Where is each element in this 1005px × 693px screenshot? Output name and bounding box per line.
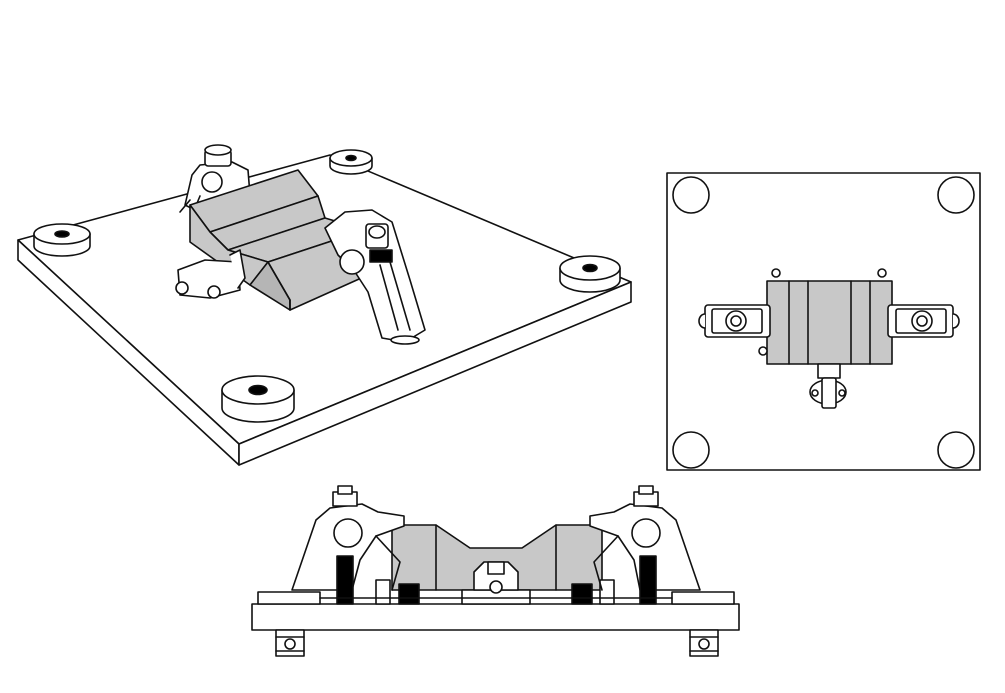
front-clamp-right: [589, 485, 701, 605]
top-corner-pad-tl: [672, 176, 710, 214]
front-base-plate: [251, 603, 740, 631]
front-pad-right: [671, 591, 735, 605]
front-support-left: [398, 583, 420, 605]
front-clamp-left: [291, 485, 405, 605]
front-view: [251, 485, 740, 657]
iso-rest-pad-right: [559, 255, 621, 293]
front-foot-right: [689, 629, 719, 657]
top-pin-1: [771, 268, 781, 278]
iso-rest-pad-back: [329, 149, 373, 175]
iso-base-plate: [17, 154, 632, 466]
iso-locator-left: [175, 249, 246, 299]
front-foot-left: [275, 629, 305, 657]
top-pin-3: [758, 346, 768, 356]
top-corner-pad-bl: [672, 431, 710, 469]
iso-rest-pad-front: [221, 375, 295, 423]
isometric-view: [17, 144, 632, 466]
top-corner-pad-br: [937, 431, 975, 469]
top-locator-bottom: [809, 363, 847, 409]
front-pin-right: [599, 579, 615, 605]
top-view: [666, 172, 981, 471]
top-pin-2: [877, 268, 887, 278]
front-support-right: [571, 583, 593, 605]
front-center-locator: [461, 561, 531, 605]
front-pad-left: [257, 591, 321, 605]
iso-clamp-front-right: [324, 209, 426, 345]
top-clamp-right: [887, 304, 960, 338]
front-pin-left: [375, 579, 391, 605]
iso-rest-pad-left: [33, 223, 91, 257]
top-workpiece-block: [766, 280, 893, 365]
top-corner-pad-tr: [937, 176, 975, 214]
top-clamp-left: [698, 304, 771, 338]
